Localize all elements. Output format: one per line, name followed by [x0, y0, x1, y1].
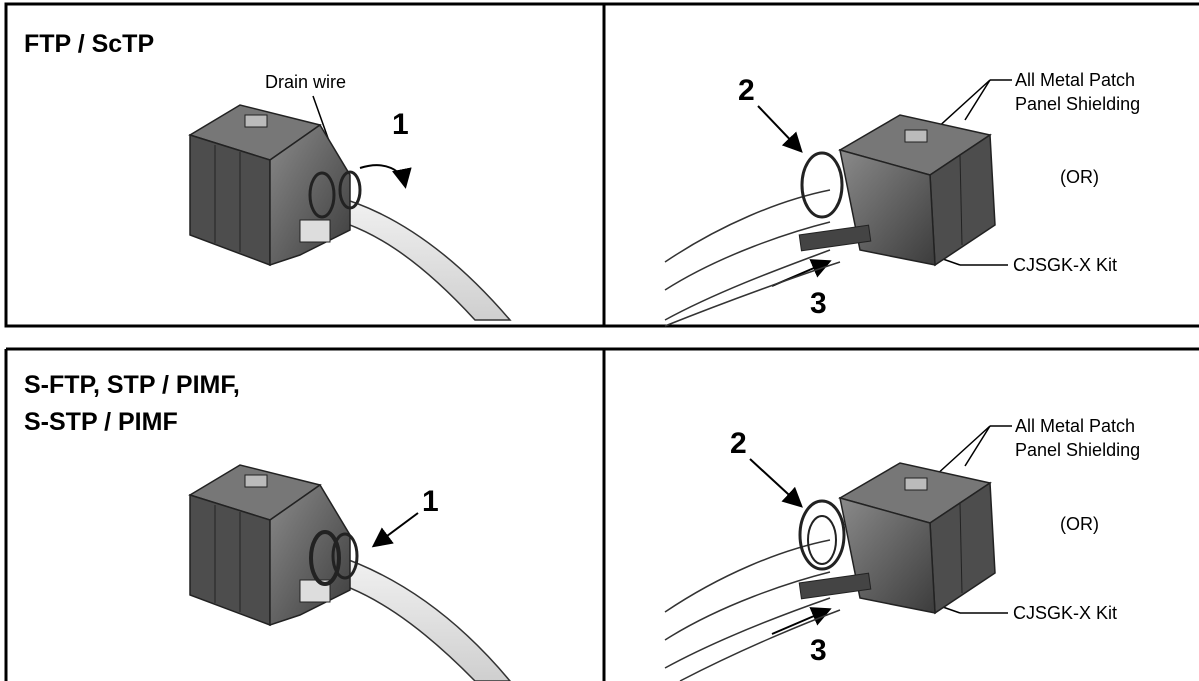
shielding-label-line2: Panel Shielding — [1015, 440, 1140, 460]
jack-latch — [904, 129, 928, 143]
shield-clamp — [308, 171, 336, 219]
panel-title-ftp: FTP / ScTP — [24, 30, 154, 58]
shield-ring — [798, 499, 846, 571]
step-1-arrow — [371, 512, 419, 548]
cable — [664, 189, 831, 263]
shielding-leader — [934, 425, 991, 477]
shielding-label-line1: All Metal Patch — [1015, 70, 1135, 90]
or-label: (OR) — [1060, 514, 1099, 534]
cable — [313, 194, 512, 321]
step-3-number: 3 — [810, 287, 827, 320]
cable — [664, 261, 841, 327]
shielding-leader — [934, 79, 991, 131]
jack-contacts — [299, 219, 331, 243]
step-3-number: 3 — [810, 634, 827, 667]
rotate-arrow — [359, 164, 412, 189]
step-2-arrow — [757, 105, 803, 153]
panel-sftp: S-FTP, STP / PIMF, S-STP / PIMF 1 — [24, 371, 511, 681]
shield-ring — [800, 151, 844, 219]
shield-clamp — [309, 530, 341, 586]
cable — [664, 249, 831, 321]
step-1-number: 1 — [392, 108, 409, 141]
jack-latch — [244, 114, 268, 128]
panel-ftp-sctp-right: 2 All Metal Patch Panel Shielding (OR) C… — [664, 70, 1140, 327]
step-1-number: 1 — [422, 485, 439, 518]
jack-groove — [959, 502, 963, 594]
drain-wire-label: Drain wire — [265, 72, 346, 92]
cable — [664, 571, 831, 641]
jack-latch — [904, 477, 928, 491]
shield-braid — [807, 515, 837, 565]
panel-title-sftp-line2: S-STP / PIMF — [24, 408, 178, 436]
cable — [664, 597, 831, 669]
kit-label: CJSGK-X Kit — [1013, 603, 1117, 623]
jack-latch — [244, 474, 268, 488]
jack-groove — [959, 154, 963, 246]
kit-label: CJSGK-X Kit — [1013, 255, 1117, 275]
panel-ftp-sctp: FTP / ScTP Drain wire 1 — [24, 30, 512, 321]
shielding-leader — [964, 425, 991, 467]
panel-borders — [4, 2, 1199, 681]
shielding-label-line1: All Metal Patch — [1015, 416, 1135, 436]
shield-clamp — [338, 170, 362, 210]
ground-kit-clip — [798, 224, 872, 252]
step-2-number: 2 — [730, 427, 747, 460]
panel-sftp-right: 2 All Metal Patch Panel Shielding (OR) C… — [664, 416, 1140, 681]
rj45-jack — [838, 114, 996, 267]
rj45-jack — [188, 104, 351, 267]
shielding-leader — [964, 79, 991, 121]
cable — [664, 221, 831, 291]
cable — [318, 554, 511, 681]
step-2-arrow — [749, 458, 803, 508]
rj45-jack — [188, 464, 351, 627]
shielding-label-line2: Panel Shielding — [1015, 94, 1140, 114]
panel-title-sftp-line1: S-FTP, STP / PIMF, — [24, 371, 240, 399]
shield-clamp — [331, 532, 359, 580]
step-3-arrow — [771, 607, 832, 635]
cable — [664, 539, 831, 613]
or-label: (OR) — [1060, 167, 1099, 187]
cable — [679, 609, 841, 681]
ground-kit-clip — [798, 572, 872, 600]
step-2-number: 2 — [738, 74, 755, 107]
